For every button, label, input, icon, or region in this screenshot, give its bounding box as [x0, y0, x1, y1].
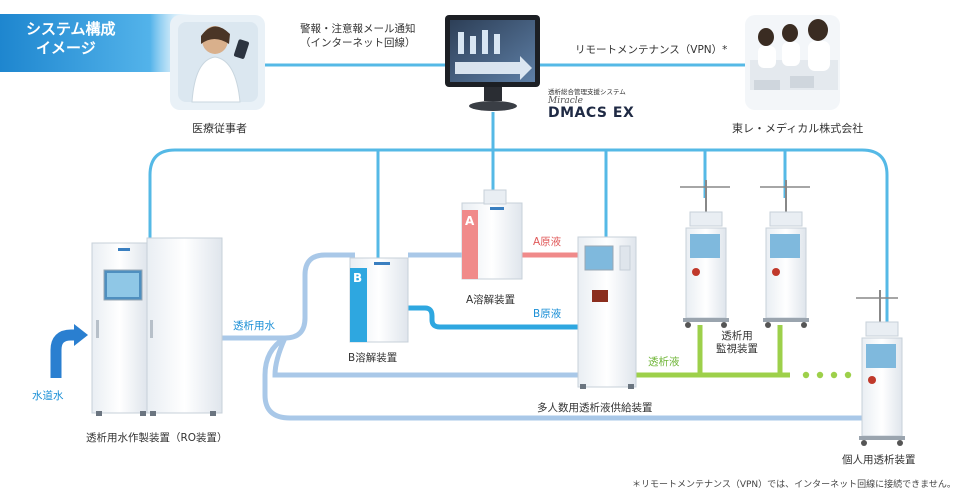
- a-dissolver-unit: [461, 189, 523, 280]
- title-line-2: イメージ: [36, 39, 96, 57]
- arrow-head-icon: [74, 324, 88, 346]
- a-concentrate-label: A原液: [533, 236, 562, 248]
- b-badge: B: [353, 271, 363, 285]
- monitoring-unit-2: [760, 180, 810, 328]
- personal-unit-label: 個人用透析装置: [842, 454, 916, 466]
- b-dissolver-unit: [349, 257, 409, 343]
- dialysate-line: [636, 325, 790, 378]
- water-lines: [222, 252, 862, 421]
- footnote: ＊リモートメンテナンス（VPN）では、インターネット回線に接続できません。: [632, 480, 956, 490]
- personal-dialysis-unit: [856, 290, 905, 446]
- tap-water-arrow: [50, 329, 76, 378]
- a-dissolver-label: A溶解装置: [466, 294, 516, 306]
- b-concentrate-label: B原液: [533, 308, 562, 320]
- medical-staff-label: 医療従事者: [192, 122, 247, 135]
- company-label: 東レ・メディカル株式会社: [732, 122, 864, 135]
- monitor-label-line-2: 監視装置: [716, 343, 758, 355]
- dmacs-monitor: [445, 15, 540, 111]
- title-line-1: システム構成: [26, 20, 116, 38]
- central-supply-unit: [577, 236, 637, 389]
- title-band: [0, 14, 200, 72]
- ro-unit: [91, 237, 223, 416]
- monitor-unit-label: 透析用 監視装置: [716, 330, 758, 356]
- alert-mail-line-1: 警報・注意報メール通知: [300, 23, 416, 35]
- medical-staff-photo: [170, 15, 265, 110]
- ro-unit-label: 透析用水作製装置（RO装置）: [86, 432, 228, 444]
- dialysate-dots: [802, 371, 852, 379]
- system-brand: 透析総合管理支援システム Miracle DMACS EX: [548, 86, 634, 121]
- tap-water-label: 水道水: [32, 390, 64, 402]
- alert-mail-label: 警報・注意報メール通知 （インターネット回線）: [300, 22, 416, 50]
- remote-maintenance-label: リモートメンテナンス（VPN）*: [575, 44, 728, 56]
- brand-dmacs: DMACS EX: [548, 105, 635, 121]
- network-lines: [148, 63, 889, 330]
- diagram-title: システム構成 イメージ: [26, 20, 116, 58]
- dialysate-label: 透析液: [648, 356, 680, 368]
- dialysis-water-label: 透析用水: [233, 320, 275, 332]
- alert-mail-line-2: （インターネット回線）: [300, 37, 416, 49]
- b-concentrate-line: [408, 305, 578, 330]
- a-badge: A: [465, 214, 475, 228]
- monitor-label-line-1: 透析用: [721, 330, 753, 342]
- monitoring-unit-1: [680, 180, 730, 328]
- call-center-photo: [745, 15, 840, 110]
- system-subtitle: 透析総合管理支援システム: [548, 88, 626, 96]
- central-supply-label: 多人数用透析液供給装置: [537, 402, 653, 414]
- brand-miracle: Miracle: [548, 96, 584, 106]
- b-dissolver-label: B溶解装置: [348, 352, 398, 364]
